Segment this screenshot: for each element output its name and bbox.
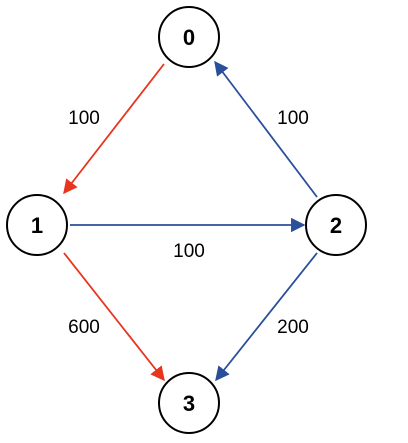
node-2-circle bbox=[305, 194, 367, 256]
edge-2-0 bbox=[214, 60, 318, 198]
node-1-circle bbox=[6, 194, 68, 256]
weight-label-2-3: 200 bbox=[277, 317, 309, 338]
node-0-circle bbox=[158, 6, 220, 68]
node-0-label: 0 bbox=[183, 25, 195, 50]
weights-layer: 100 100 100 600 200 bbox=[68, 108, 309, 338]
weight-label-1-2: 100 bbox=[173, 241, 205, 262]
node-3: 3 bbox=[158, 372, 220, 434]
node-3-label: 3 bbox=[183, 391, 195, 416]
node-2: 2 bbox=[305, 194, 367, 256]
edge-2-3 bbox=[215, 252, 318, 382]
node-1: 1 bbox=[6, 194, 68, 256]
edge-0-1 bbox=[63, 63, 165, 195]
node-2-label: 2 bbox=[330, 213, 342, 238]
edge-1-3 bbox=[63, 252, 165, 382]
node-0: 0 bbox=[158, 6, 220, 68]
weight-label-2-0: 100 bbox=[277, 108, 309, 129]
weight-label-1-3: 600 bbox=[68, 317, 100, 338]
weight-label-0-1: 100 bbox=[68, 108, 100, 129]
node-3-circle bbox=[158, 372, 220, 434]
node-1-label: 1 bbox=[31, 213, 43, 238]
edges-layer bbox=[63, 60, 318, 382]
